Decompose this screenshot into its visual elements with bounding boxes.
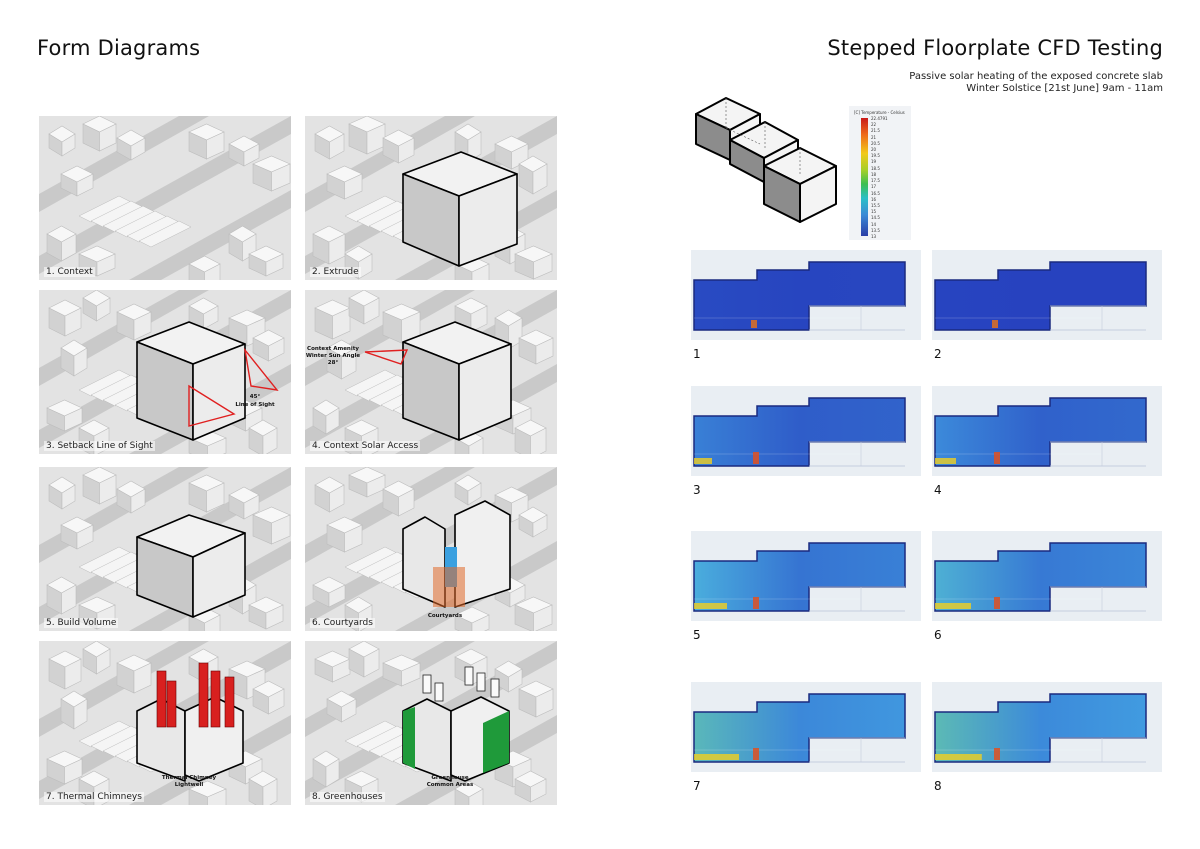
- form-diagram-7-caption: 7. Thermal Chimneys: [44, 792, 144, 802]
- legend-tick: 17.5: [871, 178, 880, 184]
- cfd-frame-7-number: 7: [693, 779, 701, 793]
- cfd-frame-3-number: 3: [693, 483, 701, 497]
- cfd-frame-2-number: 2: [934, 347, 942, 361]
- form-diagram-8-illustration: [305, 641, 557, 805]
- legend-tick: 22: [871, 122, 877, 128]
- cfd-frame-4: [932, 386, 1162, 476]
- legend-color-ramp: [861, 118, 868, 236]
- form-diagram-8-annotation1: Greenhouse: [431, 775, 469, 781]
- cfd-frame-8: [932, 682, 1162, 772]
- legend-tick: 19.5: [871, 153, 880, 159]
- stepped-floorplate-isometric: [695, 97, 837, 223]
- form-diagram-8-caption: 8. Greenhouses: [310, 792, 385, 802]
- form-diagram-1: 1. Context: [39, 116, 291, 280]
- form-diagram-2: 2. Extrude: [305, 116, 557, 280]
- legend-tick: 14.5: [871, 215, 880, 221]
- form-diagram-3: 3. Setback Line of Sight 45° Line of Sight: [39, 290, 291, 454]
- legend-tick: 17: [871, 184, 877, 190]
- legend-tick: 15: [871, 209, 877, 215]
- cfd-frame-3: [691, 386, 921, 476]
- legend-tick: 14: [871, 221, 877, 227]
- cfd-frame-4-field: [934, 397, 1147, 467]
- legend-tick: 21: [871, 134, 877, 140]
- form-diagram-5-illustration: [39, 467, 291, 631]
- legend-tick: 16: [871, 196, 877, 202]
- form-diagram-5: 5. Build Volume: [39, 467, 291, 631]
- cfd-frame-5-number: 5: [693, 628, 701, 642]
- form-diagram-3-annotation1: 45°: [249, 394, 261, 400]
- form-diagram-6-illustration: [305, 467, 557, 631]
- legend-tick: 13: [871, 234, 877, 239]
- form-diagram-2-illustration: [305, 116, 557, 280]
- form-diagram-7-illustration: [39, 641, 291, 805]
- legend-title: [C] Temperature - Celsius: [854, 110, 905, 115]
- legend-tick: 15.5: [871, 202, 880, 208]
- form-diagram-4-annotation2: Winter Sun Angle 28°: [305, 353, 361, 366]
- form-diagram-4-caption: 4. Context Solar Access: [310, 441, 421, 451]
- form-diagram-6-caption: 6. Courtyards: [310, 618, 375, 628]
- cfd-frame-4-number: 4: [934, 483, 942, 497]
- legend-tick: 18.5: [871, 165, 880, 171]
- form-diagram-3-caption: 3. Setback Line of Sight: [44, 441, 155, 451]
- legend-tick: 20.5: [871, 140, 880, 146]
- cfd-frame-5: [691, 531, 921, 621]
- cfd-frame-2: [932, 250, 1162, 340]
- cfd-frame-5-field: [693, 542, 906, 612]
- form-diagram-1-illustration: [39, 116, 291, 280]
- legend-tick: 16.5: [871, 190, 880, 196]
- cfd-subtitle-line-2: Winter Solstice [21st June] 9am - 11am: [966, 83, 1163, 94]
- cfd-frame-6-field: [934, 542, 1147, 612]
- form-diagram-3-illustration: [39, 290, 291, 454]
- form-diagrams-heading: Form Diagrams: [37, 36, 201, 60]
- cfd-frame-2-field: [934, 261, 1147, 331]
- cfd-frame-1-number: 1: [693, 347, 701, 361]
- form-diagram-1-caption: 1. Context: [44, 267, 95, 277]
- legend-tick: 22.4791: [871, 116, 888, 121]
- cfd-frame-6-number: 6: [934, 628, 942, 642]
- cfd-frame-7: [691, 682, 921, 772]
- cfd-frame-7-field: [693, 693, 906, 763]
- cfd-frame-1-field: [693, 261, 906, 331]
- legend-tick: 13.5: [871, 227, 880, 233]
- form-diagram-2-caption: 2. Extrude: [310, 267, 361, 277]
- cfd-subtitle-line-1: Passive solar heating of the exposed con…: [909, 71, 1163, 82]
- cfd-frame-8-number: 8: [934, 779, 942, 793]
- form-diagram-6: 6. Courtyards Courtyards: [305, 467, 557, 631]
- form-diagram-6-annotation1: Courtyards: [427, 613, 463, 619]
- form-diagram-5-caption: 5. Build Volume: [44, 618, 119, 628]
- cfd-frame-3-field: [693, 397, 906, 467]
- cfd-testing-heading: Stepped Floorplate CFD Testing: [827, 36, 1163, 60]
- cfd-frame-8-field: [934, 693, 1147, 763]
- form-diagram-3-annotation2: Line of Sight: [235, 402, 275, 408]
- form-diagram-8-annotation2: Common Areas: [426, 782, 474, 788]
- form-diagram-7-annotation2: Lightwell: [174, 782, 204, 788]
- form-diagram-4-illustration: [305, 290, 557, 454]
- legend-tick: 20: [871, 147, 877, 153]
- cfd-frame-6: [932, 531, 1162, 621]
- legend-tick: 21.5: [871, 128, 880, 134]
- form-diagram-4-annotation1: Context Amenity: [307, 346, 359, 352]
- legend-tick: 18: [871, 171, 877, 177]
- form-diagram-7-annotation1: Thermal Chimney: [161, 775, 217, 781]
- cfd-frame-1: [691, 250, 921, 340]
- legend-tick: 19: [871, 159, 877, 165]
